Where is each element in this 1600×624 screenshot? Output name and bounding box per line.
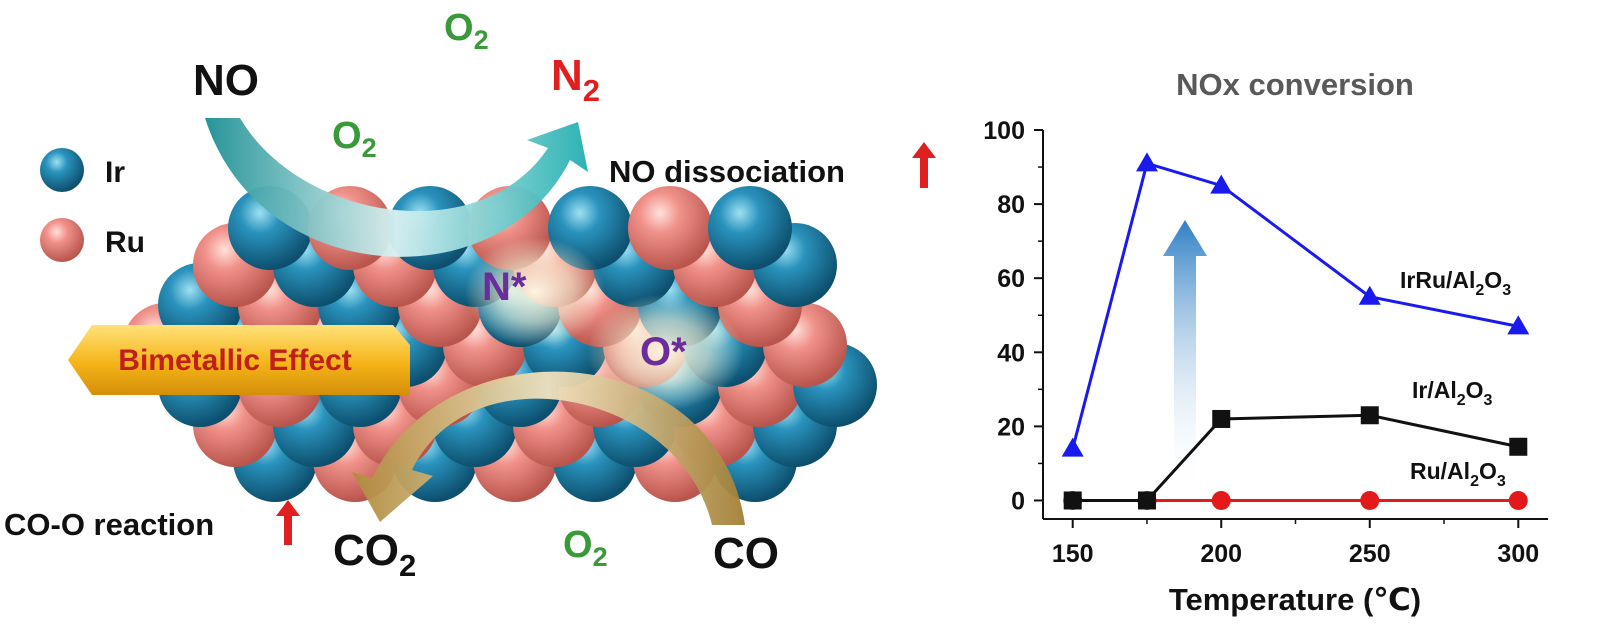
plot-frame [1042, 130, 1548, 520]
series-label-mid: O [1479, 458, 1497, 484]
y-tick-label: 80 [997, 191, 1025, 219]
y-tick-label: 40 [997, 339, 1025, 367]
co-o-up-arrow [276, 500, 300, 545]
y-tick-label: 20 [997, 413, 1025, 441]
data-point [1508, 490, 1528, 510]
co-o-reaction-label: CO-O reaction [4, 507, 214, 542]
data-point [1063, 491, 1082, 510]
bimetallic-effect-label: Bimetallic Effect [118, 344, 351, 377]
bottom-o2-sub: 2 [593, 542, 608, 572]
series-label-main: IrRu/Al [1400, 267, 1475, 293]
co2-sub: 2 [399, 548, 416, 583]
data-point [1137, 491, 1156, 510]
series-layer [1061, 152, 1530, 510]
ru-legend-icon [40, 218, 84, 262]
n2-sub: 2 [583, 73, 600, 108]
series-label-mid: O [1484, 267, 1502, 293]
data-point [1061, 437, 1084, 457]
top-o2-label: O2 [444, 7, 489, 55]
ir-legend-icon [40, 148, 84, 192]
y-tick-label: 100 [983, 117, 1025, 145]
co2-main: CO [333, 526, 399, 575]
series-label-mid: O [1466, 377, 1484, 403]
x-axis: 150 200 250 300 [1052, 519, 1539, 568]
o-site-glow [587, 294, 743, 410]
y-tick-label: 0 [1011, 487, 1025, 515]
bottom-o2-main: O [563, 524, 593, 566]
n2-main: N [551, 51, 583, 100]
n2-label: N2 [551, 51, 600, 108]
no-label: NO [193, 56, 259, 105]
co2-label: CO2 [333, 526, 416, 583]
series-label: Ru/Al2O3 [1410, 458, 1506, 490]
y-tick-label: 60 [997, 265, 1025, 293]
ir-legend-label: Ir [105, 156, 125, 189]
x-axis-title: Temperature (℃) [1169, 582, 1421, 617]
data-point [1509, 437, 1528, 456]
series-label-sub: 2 [1470, 473, 1479, 490]
co-to-co2-arrow [352, 371, 745, 525]
series-label-sub: 3 [1484, 392, 1493, 409]
n-star-label: N* [482, 265, 527, 309]
no-dissociation-up-arrow [912, 142, 936, 188]
no-dissociation-label: NO dissociation [609, 154, 845, 189]
data-point [1211, 490, 1231, 510]
x-tick-label: 200 [1200, 540, 1242, 568]
mid-o2-sub: 2 [362, 133, 377, 163]
improvement-arrow [1163, 220, 1207, 495]
data-point [1135, 152, 1158, 172]
co-label: CO [713, 529, 779, 578]
x-tick-label: 300 [1497, 540, 1539, 568]
top-o2-main: O [444, 7, 474, 49]
ru-atom [628, 186, 712, 270]
bottom-o2-label: O2 [563, 524, 608, 572]
series-label: Ir/Al2O3 [1412, 377, 1493, 409]
no-to-n2-arrow [205, 118, 588, 257]
catalyst-schematic: Ir Ru Bimetallic Effect NO O2 O2 N2 NO d… [4, 7, 936, 583]
x-tick-label: 150 [1052, 540, 1094, 568]
ir-atom [708, 186, 792, 270]
series-label-main: Ru/Al [1410, 458, 1470, 484]
series-label: IrRu/Al2O3 [1400, 267, 1511, 299]
n-site-glow [465, 237, 605, 347]
series-label-sub: 2 [1457, 392, 1466, 409]
series-label-sub: 2 [1475, 282, 1484, 299]
o-star-label: O* [640, 330, 687, 374]
top-o2-sub: 2 [474, 25, 489, 55]
series-label-sub: 3 [1497, 473, 1506, 490]
data-point [1507, 315, 1530, 335]
nox-conversion-chart: NOx conversion 0 20 40 60 80 100 150 200 250 300… [983, 67, 1548, 617]
series-line [1071, 161, 1519, 449]
y-axis: 0 20 40 60 80 100 [983, 117, 1043, 515]
bimetallic-effect-banner [68, 325, 410, 395]
chart-title: NOx conversion [1176, 67, 1414, 102]
x-tick-label: 250 [1349, 540, 1391, 568]
data-point [1358, 285, 1381, 305]
series-label-sub: 3 [1502, 282, 1511, 299]
mid-o2-label: O2 [332, 115, 377, 163]
data-point [1210, 174, 1233, 194]
series-label-main: Ir/Al [1412, 377, 1457, 403]
ru-legend-label: Ru [105, 226, 145, 259]
data-point [1212, 409, 1231, 428]
mid-o2-main: O [332, 115, 362, 157]
data-point [1360, 490, 1380, 510]
data-point [1360, 406, 1379, 425]
